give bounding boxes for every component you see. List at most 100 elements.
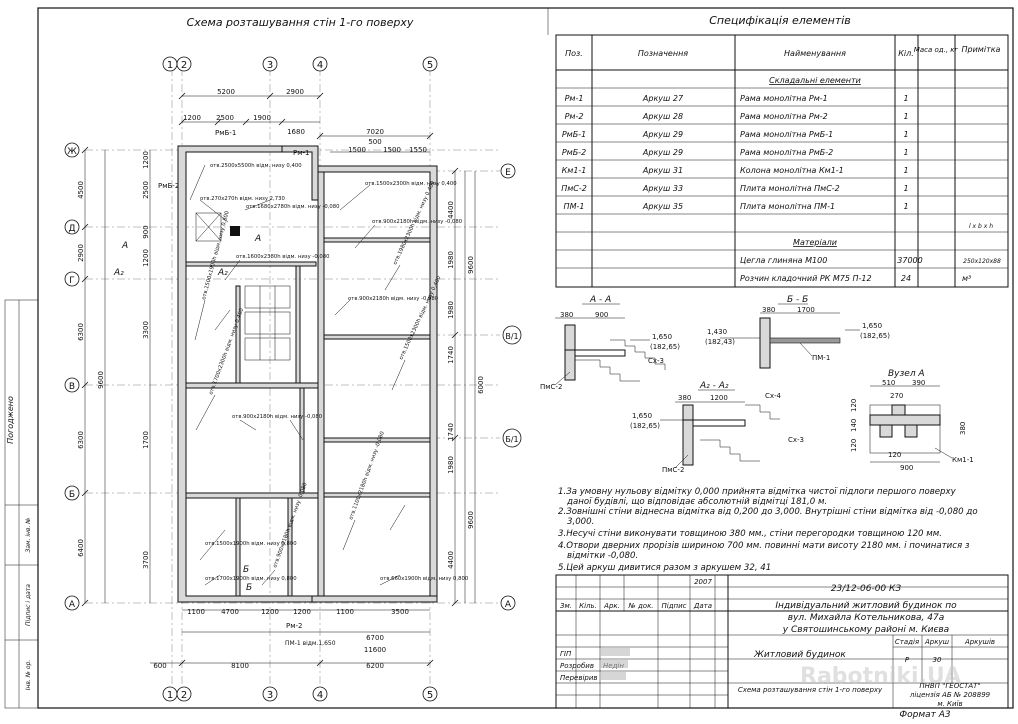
axis-bottom-3: 3 xyxy=(267,690,273,701)
spec-header: Кіл. xyxy=(898,49,914,58)
mark-text: Сх-3 xyxy=(788,436,804,444)
dim-right: 6000 xyxy=(477,376,485,394)
dim-text: 120 xyxy=(850,439,858,452)
dim-text: 510 xyxy=(882,379,895,387)
opening-label: отв.2500х5500h відм. низу 0,400 xyxy=(210,163,302,169)
spec-lbh: l x b x h xyxy=(969,223,993,230)
dim-bottom: 600 xyxy=(153,662,166,670)
dim-left: 6300 xyxy=(77,323,85,341)
opening-label: отв.1700х1900h відм. низу 0,800 xyxy=(205,576,297,582)
floor-plan: 1 2 3 4 5 1 2 3 4 5 Ж Д Г В Б А Е В/1 Б/… xyxy=(64,56,522,702)
elev-text: (182,43) xyxy=(705,338,735,346)
opening-label: отв.1500х1900h відм. низу 0,800 xyxy=(205,541,297,547)
dim-left: 900 xyxy=(142,225,150,238)
dim-left: 1200 xyxy=(142,151,150,169)
elev-text: 1,650 xyxy=(862,322,882,330)
section-title: Вузел А xyxy=(888,369,925,379)
dim-text: 1200 xyxy=(710,394,728,402)
stamp-project: Індивідуальний житловий будинок по xyxy=(775,601,957,611)
section-aa: А - А 380 900 1,650 (182,65) Сх-3 ПмС-2 xyxy=(540,295,680,391)
dim-right: 9600 xyxy=(467,256,475,274)
dim-right: 4400 xyxy=(447,201,455,219)
note-line: даної будівлі, що відповідає абсолютній … xyxy=(566,497,827,507)
side-pidpys: Підпис і дата xyxy=(25,584,32,626)
spec-cell: Рама монолітна РмБ-2 xyxy=(740,148,833,157)
axis-top-1: 1 xyxy=(167,60,173,71)
dim-bottom: 6200 xyxy=(366,662,384,670)
stamp-col: № док. xyxy=(627,602,653,610)
mark-label: Б xyxy=(243,565,249,575)
opening-label: отв.1600х2380h відм. низу -0,080 xyxy=(236,254,330,260)
dim-bottom: 1100 xyxy=(336,608,354,616)
spec-cell: Плита монолітна ПмС-2 xyxy=(740,184,840,193)
watermark: Rabotniki.UA xyxy=(800,664,961,689)
spec-cell: 1 xyxy=(903,130,908,139)
dim-top: 1500 xyxy=(348,146,366,154)
dim-left: 2500 xyxy=(142,181,150,199)
dim-text: 380 xyxy=(560,311,573,319)
opening-label: отв.900х2180h відм. низу -0,080 xyxy=(232,414,323,420)
spec-cell: Аркуш 29 xyxy=(642,148,683,157)
section-title: А₂ - А₂ xyxy=(699,381,729,391)
dim-right: 1980 xyxy=(447,301,455,319)
spec-cell: Плита монолітна ПМ-1 xyxy=(740,202,835,211)
note-line: 3,000. xyxy=(567,517,594,527)
spec-cell: ПМ-1 xyxy=(564,202,585,211)
dim-top: 1200 xyxy=(183,114,201,122)
mark-label: Рм-1 xyxy=(293,149,309,157)
stamp-col: Зм. xyxy=(560,602,572,610)
dim-right: 1740 xyxy=(447,423,455,441)
spec-header: Примітка xyxy=(962,45,1001,54)
dim-text: 900 xyxy=(595,311,608,319)
opening-label: отв.900х2180h відм. низу -0,080 xyxy=(372,219,463,225)
dim-text: 380 xyxy=(678,394,691,402)
dim-bottom: 1100 xyxy=(187,608,205,616)
axis-right-a: А xyxy=(505,600,512,610)
axis-right-e: Е xyxy=(505,168,511,178)
dim-right: 1740 xyxy=(447,346,455,364)
axis-top-5: 5 xyxy=(427,60,433,71)
stamp-arkushiv-h: Аркушів xyxy=(964,638,995,646)
dim-left: 6300 xyxy=(77,431,85,449)
spec-table: Поз. Позначення Найменування Кіл. Маса о… xyxy=(555,34,1009,288)
axis-left-d: Д xyxy=(68,224,75,234)
mark-label: A xyxy=(254,234,261,244)
dim-top: 1900 xyxy=(253,114,271,122)
axis-bottom-2: 2 xyxy=(181,690,187,701)
elev-text: 1,650 xyxy=(652,333,672,341)
dim-text: 270 xyxy=(890,392,903,400)
elev-text: (182,65) xyxy=(650,343,680,351)
mark-label: РмБ-1 xyxy=(215,129,236,137)
mark-text: Сх-3 xyxy=(648,357,664,365)
dim-left: 2900 xyxy=(77,244,85,262)
mark-label: A₂ xyxy=(113,268,124,278)
mark-label: РмБ-2 xyxy=(158,182,179,190)
section-a2: А₂ - А₂ 380 1200 1,650 (182,65) Сх-4 Сх-… xyxy=(630,381,804,474)
spec-cell: Рама монолітна Рм-2 xyxy=(740,112,828,121)
dim-left: 9600 xyxy=(97,371,105,389)
axis-left-v: В xyxy=(69,382,75,392)
section-title: Б - Б xyxy=(787,295,808,305)
elev-text: (182,65) xyxy=(630,422,660,430)
dim-bottom: 6700 xyxy=(366,634,384,642)
stamp-org: м. Київ xyxy=(937,700,962,708)
elev-text: 1,650 xyxy=(632,412,652,420)
stamp-role: ГІП xyxy=(560,650,572,658)
note-line: 2.Зовнішні стіни віднесна відмітка від 0… xyxy=(558,507,978,517)
axis-right-v1: В/1 xyxy=(505,332,518,341)
dim-bottom: 1200 xyxy=(293,608,311,616)
dim-left: 4500 xyxy=(77,181,85,199)
spec-cell: РмБ-2 xyxy=(562,148,586,157)
spec-cell: РмБ-1 xyxy=(562,130,586,139)
material-qty: 37000 xyxy=(897,256,922,265)
spec-cell: Аркуш 33 xyxy=(642,184,683,193)
note-line: відмітки -0,080. xyxy=(567,551,638,561)
dim-text: 380 xyxy=(959,422,967,435)
spec-header: Поз. xyxy=(565,49,583,58)
spec-cell: Рм-1 xyxy=(565,94,584,103)
dim-right: 9600 xyxy=(467,511,475,529)
stamp-role: Розробив xyxy=(560,662,594,670)
axis-top-2: 2 xyxy=(181,60,187,71)
mark-label: Б xyxy=(246,583,252,593)
